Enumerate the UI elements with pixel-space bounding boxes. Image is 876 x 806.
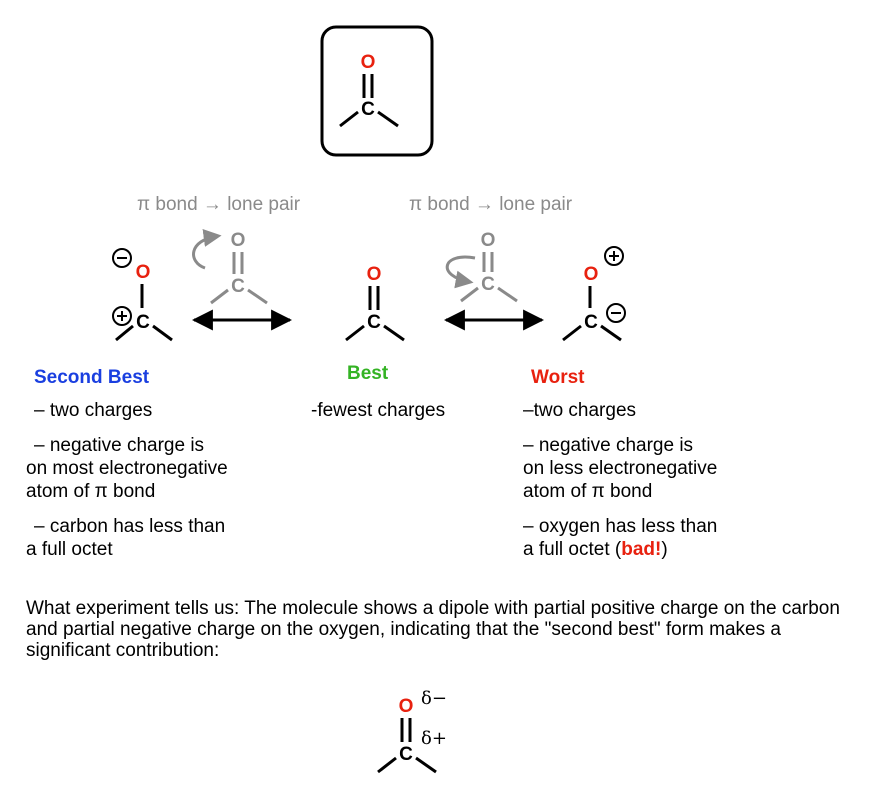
single-bond-line [339, 110, 359, 128]
single-bond-line [247, 288, 268, 305]
right-arrow-label: π bond → lone pair [409, 194, 573, 215]
oxygen-atom: O [481, 230, 496, 251]
second-best-point: – carbon has less than [34, 516, 226, 537]
carbon-atom: C [367, 312, 381, 333]
single-bond-line [377, 756, 397, 774]
single-bond-line [562, 324, 582, 342]
worst-point-text: a full octet ( [523, 539, 622, 560]
worst-structure: O C [562, 246, 626, 342]
bad-emphasis: bad! [621, 539, 662, 560]
single-bond-line [415, 756, 437, 774]
negative-charge-circle [112, 248, 132, 268]
single-bond-line [383, 324, 405, 342]
partial-charge-structure: O C δ− δ+ [377, 688, 447, 774]
worst-label: Worst [531, 367, 585, 388]
best-label: Best [347, 363, 389, 384]
oxygen-atom: O [399, 696, 414, 717]
carbon-atom: C [361, 99, 375, 120]
oxygen-atom: O [361, 52, 376, 73]
second-best-point: a full octet [26, 539, 113, 560]
single-bond-line [115, 324, 134, 342]
single-bond-line [460, 286, 479, 303]
carbon-atom: C [584, 312, 598, 333]
second-best-point: atom of π bond [26, 481, 156, 502]
left-transition-structure: O C [192, 228, 268, 305]
second-best-point: on most electronegative [26, 458, 228, 479]
curved-arrow-icon [445, 255, 476, 289]
negative-charge-circle [606, 303, 626, 323]
structure-box [320, 25, 434, 157]
experiment-paragraph: What experiment tells us: The molecule s… [26, 598, 840, 661]
single-bond-line [497, 286, 518, 303]
positive-charge-circle [604, 246, 624, 266]
oxygen-atom: O [584, 264, 599, 285]
worst-point: –two charges [523, 400, 637, 421]
carbon-atom: C [136, 312, 150, 333]
second-best-point: – negative charge is [34, 435, 205, 456]
worst-point: – oxygen has less than [523, 516, 718, 537]
right-transition-structure: O C [445, 230, 518, 303]
worst-point: atom of π bond [523, 481, 653, 502]
best-structure: O C [345, 264, 405, 342]
single-bond-line [345, 324, 365, 342]
partial-negative-label: δ− [421, 688, 447, 709]
single-bond-line [377, 110, 399, 128]
best-point: -fewest charges [311, 400, 446, 421]
single-bond-line [152, 324, 173, 342]
single-bond-line [600, 324, 622, 342]
worst-point: on less electronegative [523, 458, 718, 479]
second-best-label: Second Best [34, 367, 150, 388]
oxygen-atom: O [231, 230, 246, 251]
single-bond-line [210, 288, 229, 305]
carbon-atom: C [231, 276, 245, 297]
carbon-atom: C [399, 744, 413, 765]
worst-point-text: ) [661, 539, 668, 560]
oxygen-atom: O [367, 264, 382, 285]
partial-positive-label: δ+ [421, 728, 447, 749]
oxygen-atom: O [136, 262, 151, 283]
boxed-carbonyl: O C [320, 25, 434, 157]
second-best-point: – two charges [34, 400, 153, 421]
second-best-structure: O C [112, 248, 173, 342]
left-arrow-label: π bond → lone pair [137, 194, 301, 215]
curved-arrow-icon [192, 228, 222, 270]
worst-point: – negative charge is [523, 435, 694, 456]
positive-charge-circle [112, 306, 132, 326]
carbon-atom: C [481, 274, 495, 295]
worst-point: a full octet (bad!) [523, 538, 668, 561]
